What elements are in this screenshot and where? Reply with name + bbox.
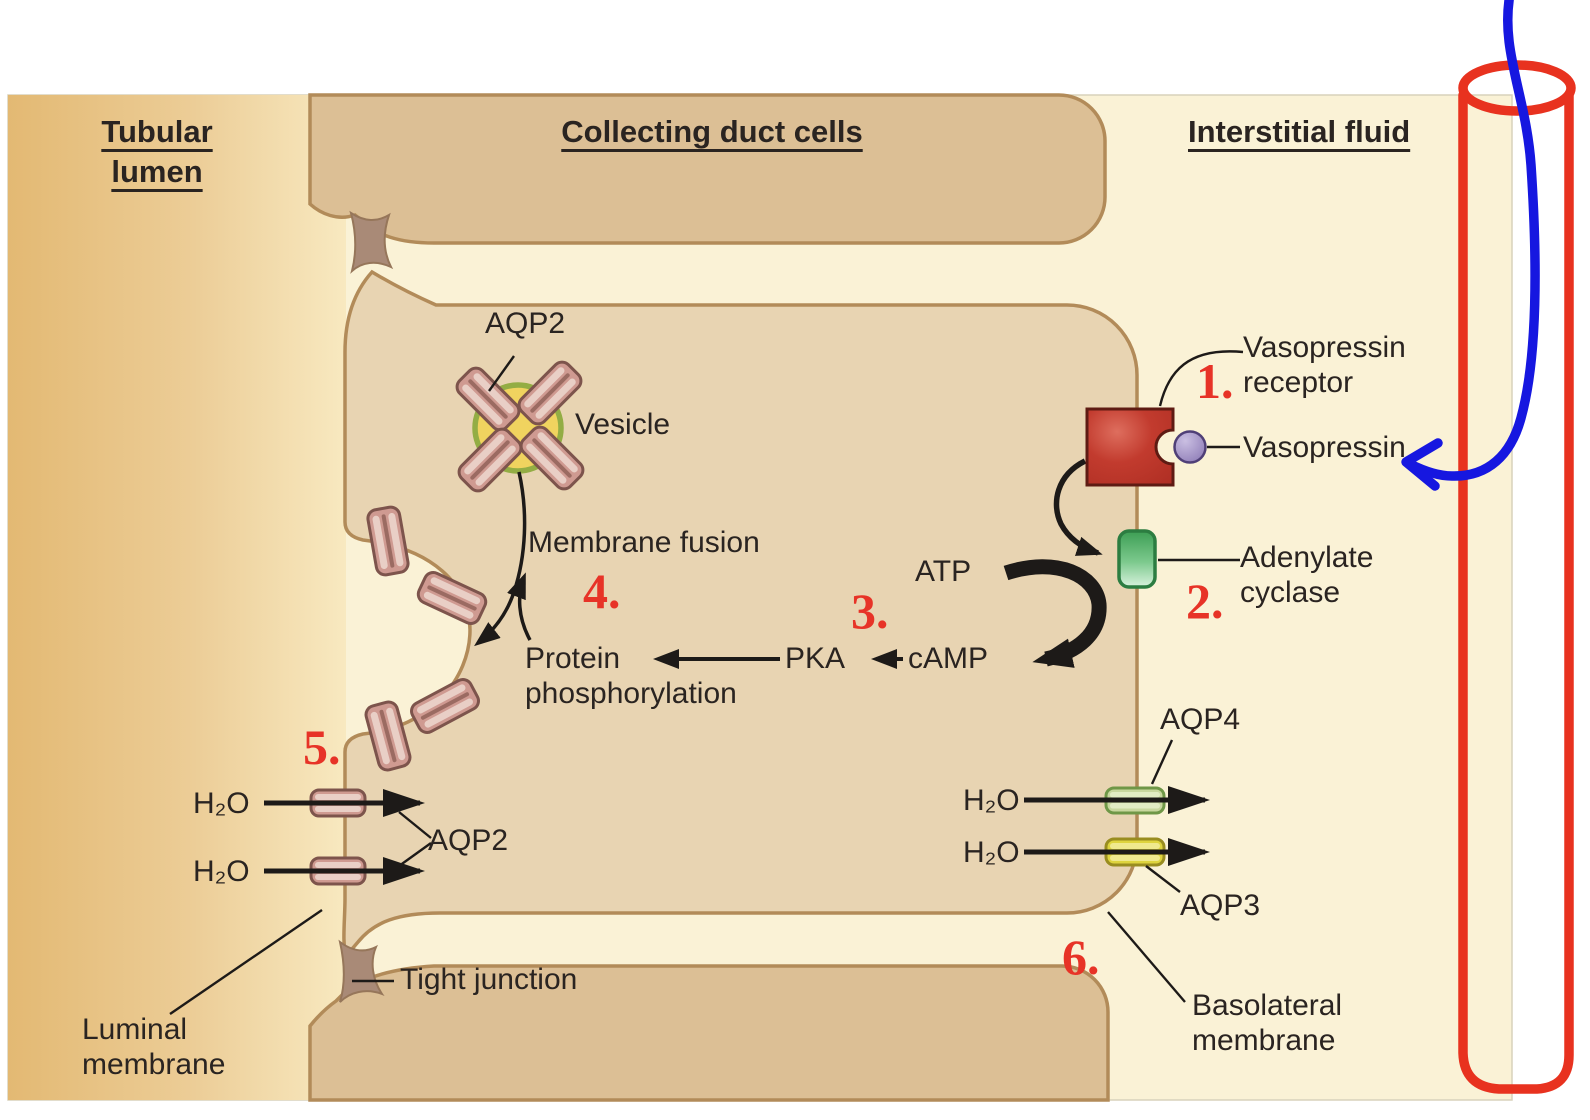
label-protein-phosphorylation: Protein phosphorylation — [525, 642, 737, 710]
label-vesicle: Vesicle — [575, 408, 671, 441]
annotation-step-3: 3. — [851, 583, 889, 639]
label-luminal-membrane: Luminal membrane — [82, 1013, 226, 1081]
atp-to-camp-arrow — [1003, 559, 1107, 668]
tight-junction-top-shape — [349, 210, 394, 274]
label-basolateral-membrane: Basolateral membrane — [1192, 989, 1343, 1057]
label-pka: PKA — [785, 642, 846, 675]
label-membrane-fusion: Membrane fusion — [528, 526, 760, 559]
label-pointer-lines — [169, 350, 1244, 1015]
membrane-fusion-arrow — [507, 572, 532, 641]
label-h2o-luminal-bottom: H₂O — [193, 855, 250, 888]
label-vasopressin: Vasopressin — [1243, 431, 1406, 464]
label-h2o-basolateral-top: H₂O — [963, 784, 1020, 817]
adenylate-cyclase-icon — [1117, 529, 1157, 589]
label-aqp2-membrane: AQP2 — [428, 824, 509, 857]
hand-drawn-blue-arrow — [1401, 0, 1540, 491]
annotation-step-1: 1. — [1196, 353, 1234, 409]
label-aqp3: AQP3 — [1180, 889, 1261, 922]
receptor-to-cyclase-arrow — [1053, 458, 1103, 556]
region-title-tubular-lumen: Tubular lumen — [101, 114, 213, 189]
label-adenylate-cyclase: Adenylate cyclase — [1240, 541, 1374, 609]
label-atp: ATP — [915, 555, 972, 588]
annotation-step-2: 2. — [1186, 573, 1224, 629]
tight-junction-bottom-shape — [338, 939, 385, 1003]
region-title-interstitial-fluid: Interstitial fluid — [1188, 114, 1411, 149]
label-vasopressin-receptor: Vasopressin receptor — [1243, 331, 1406, 399]
region-title-collecting-duct-cells: Collecting duct cells — [561, 114, 863, 149]
aqp4-channel-icon — [1104, 786, 1166, 815]
label-camp: cAMP — [908, 642, 989, 675]
vasopressin-receptor-icon — [1085, 407, 1175, 487]
collecting-duct-cell-top — [308, 93, 1107, 245]
label-h2o-basolateral-bottom: H₂O — [963, 836, 1020, 869]
annotation-step-6: 6. — [1062, 929, 1100, 985]
label-aqp2-vesicle: AQP2 — [485, 307, 566, 340]
annotation-step-4: 4. — [583, 563, 621, 619]
label-tight-junction: Tight junction — [400, 963, 578, 996]
vasopressin-molecule-icon — [1173, 430, 1207, 464]
annotation-step-5: 5. — [303, 719, 341, 775]
collecting-duct-cell-bottom — [308, 964, 1110, 1102]
label-aqp4: AQP4 — [1160, 703, 1241, 736]
label-h2o-luminal-top: H₂O — [193, 787, 250, 820]
tubular-lumen-area — [8, 95, 346, 1100]
